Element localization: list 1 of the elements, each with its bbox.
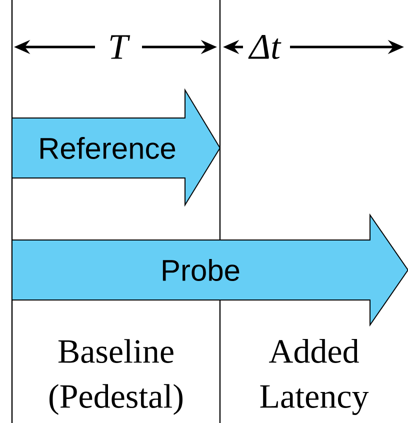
dimension-label: Δt <box>248 34 282 60</box>
